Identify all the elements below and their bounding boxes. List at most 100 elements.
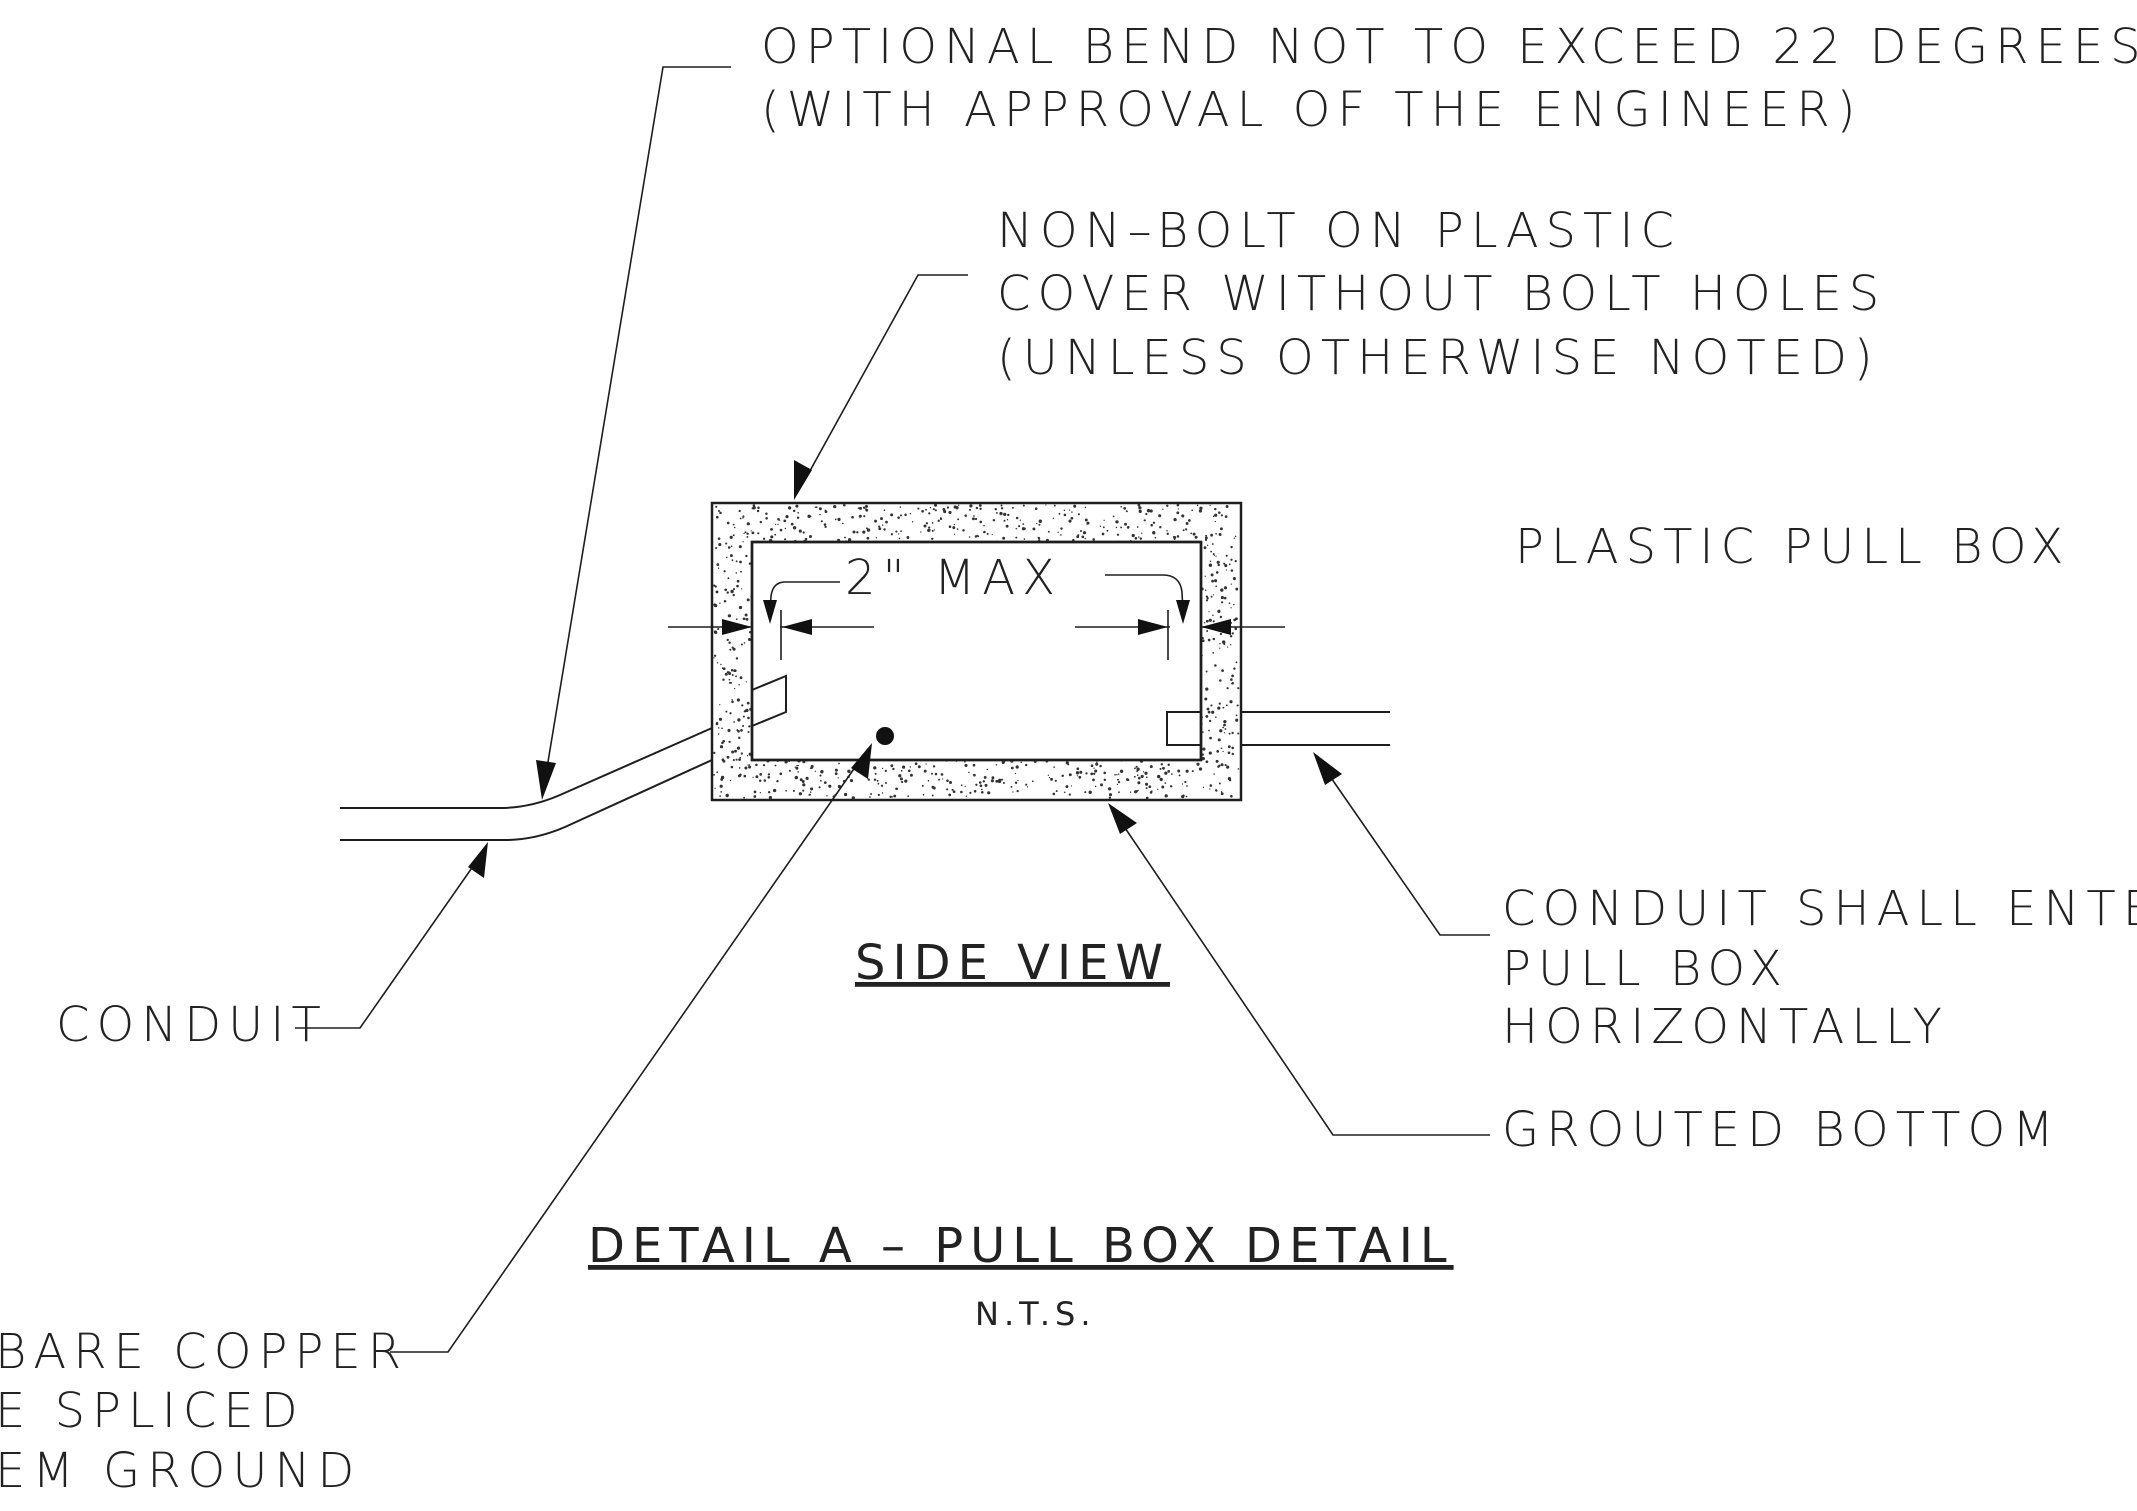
stipple-dot — [898, 774, 902, 778]
stipple-dot — [746, 522, 750, 526]
ground-note-line3: EM GROUND — [0, 1443, 361, 1499]
stipple-dot — [731, 674, 734, 676]
stipple-dot — [753, 795, 757, 798]
stipple-dot — [929, 507, 932, 509]
stipple-dot — [744, 531, 747, 534]
stipple-dot — [730, 765, 734, 769]
stipple-dot — [923, 524, 927, 528]
stipple-dot — [1211, 579, 1215, 583]
stipple-dot — [730, 536, 733, 538]
stipple-dot — [1038, 519, 1042, 523]
stipple-dot — [729, 712, 732, 715]
stipple-dot — [898, 537, 901, 540]
stipple-dot — [1022, 504, 1025, 507]
stipple-dot — [1058, 512, 1061, 515]
stipple-dot — [932, 786, 936, 790]
stipple-dot — [719, 745, 724, 749]
bottom-label-leader — [1120, 821, 1490, 1136]
stipple-dot — [824, 509, 827, 512]
stipple-dot — [720, 791, 723, 793]
stipple-dot — [909, 766, 912, 768]
stipple-dot — [795, 766, 799, 770]
stipple-dot — [969, 791, 972, 794]
stipple-dot — [1205, 670, 1208, 673]
stipple-dot — [1002, 782, 1005, 784]
stipple-dot — [969, 504, 973, 508]
stipple-dot — [716, 662, 719, 664]
stipple-dot — [809, 791, 812, 793]
stipple-dot — [796, 764, 798, 767]
stipple-dot — [785, 789, 787, 792]
stipple-dot — [1186, 785, 1188, 787]
stipple-dot — [1158, 514, 1162, 518]
stipple-dot — [986, 532, 989, 535]
stipple-dot — [1230, 558, 1233, 561]
stipple-dot — [752, 776, 754, 779]
stipple-dot — [1202, 747, 1206, 751]
stipple-dot — [753, 790, 757, 794]
stipple-dot — [743, 796, 746, 799]
stipple-dot — [757, 506, 760, 510]
stipple-dot — [785, 515, 789, 519]
stipple-dot — [1205, 599, 1209, 602]
stipple-dot — [715, 590, 719, 594]
stipple-dot — [1116, 783, 1119, 786]
stipple-dot — [1192, 532, 1196, 536]
stipple-dot — [834, 768, 838, 772]
stipple-dot — [742, 725, 745, 727]
stipple-dot — [729, 648, 732, 651]
stipple-dot — [1145, 787, 1148, 790]
stipple-dot — [1120, 506, 1122, 508]
stipple-dot — [1223, 586, 1228, 590]
stipple-dot — [1173, 538, 1176, 540]
stipple-dot — [881, 767, 884, 770]
stipple-dot — [1230, 569, 1234, 572]
stipple-dot — [862, 530, 866, 534]
stipple-dot — [964, 514, 967, 517]
stipple-dot — [949, 781, 952, 784]
stipple-dot — [767, 775, 771, 779]
stipple-dot — [843, 503, 846, 507]
stipple-dot — [746, 701, 750, 705]
stipple-dot — [740, 752, 743, 755]
stipple-dot — [742, 515, 745, 518]
stipple-dot — [1129, 791, 1132, 793]
stipple-dot — [1184, 528, 1188, 531]
stipple-dot — [851, 796, 855, 800]
stipple-dot — [1167, 763, 1170, 767]
stipple-dot — [1177, 769, 1181, 773]
stipple-dot — [978, 504, 982, 507]
stipple-dot — [731, 700, 734, 704]
stipple-dot — [1223, 642, 1226, 646]
stipple-dot — [758, 779, 762, 783]
stipple-dot — [715, 505, 718, 508]
stipple-dot — [1234, 617, 1238, 621]
stipple-dot — [1149, 509, 1153, 513]
stipple-dot — [1227, 751, 1231, 755]
stipple-dot — [814, 770, 816, 772]
stipple-dot — [1164, 794, 1168, 798]
stipple-dot — [1230, 583, 1232, 585]
stipple-dot — [956, 528, 959, 530]
entry-note-line3: HORIZONTALLY — [1502, 999, 1949, 1055]
stipple-dot — [736, 584, 739, 588]
stipple-dot — [1220, 792, 1224, 796]
stipple-dot — [1120, 526, 1123, 529]
stipple-dot — [1234, 535, 1237, 538]
stipple-dot — [1123, 507, 1127, 510]
stipple-dot — [1231, 746, 1234, 750]
stipple-dot — [1210, 550, 1212, 553]
entry-note-line1: CONDUIT SHALL ENTER — [1502, 881, 2137, 937]
stipple-dot — [965, 795, 967, 797]
stipple-dot — [1219, 643, 1221, 645]
stipple-dot — [1021, 527, 1026, 531]
stipple-dot — [1214, 579, 1218, 583]
stipple-dot — [715, 546, 718, 550]
stipple-dot — [743, 774, 747, 778]
cover-note-line1: NON–BOLT ON PLASTIC — [997, 203, 1681, 259]
stipple-dot — [972, 763, 976, 767]
stipple-dot — [1205, 534, 1208, 537]
stipple-dot — [1068, 509, 1071, 511]
stipple-dot — [1081, 535, 1085, 539]
stipple-dot — [804, 537, 808, 541]
